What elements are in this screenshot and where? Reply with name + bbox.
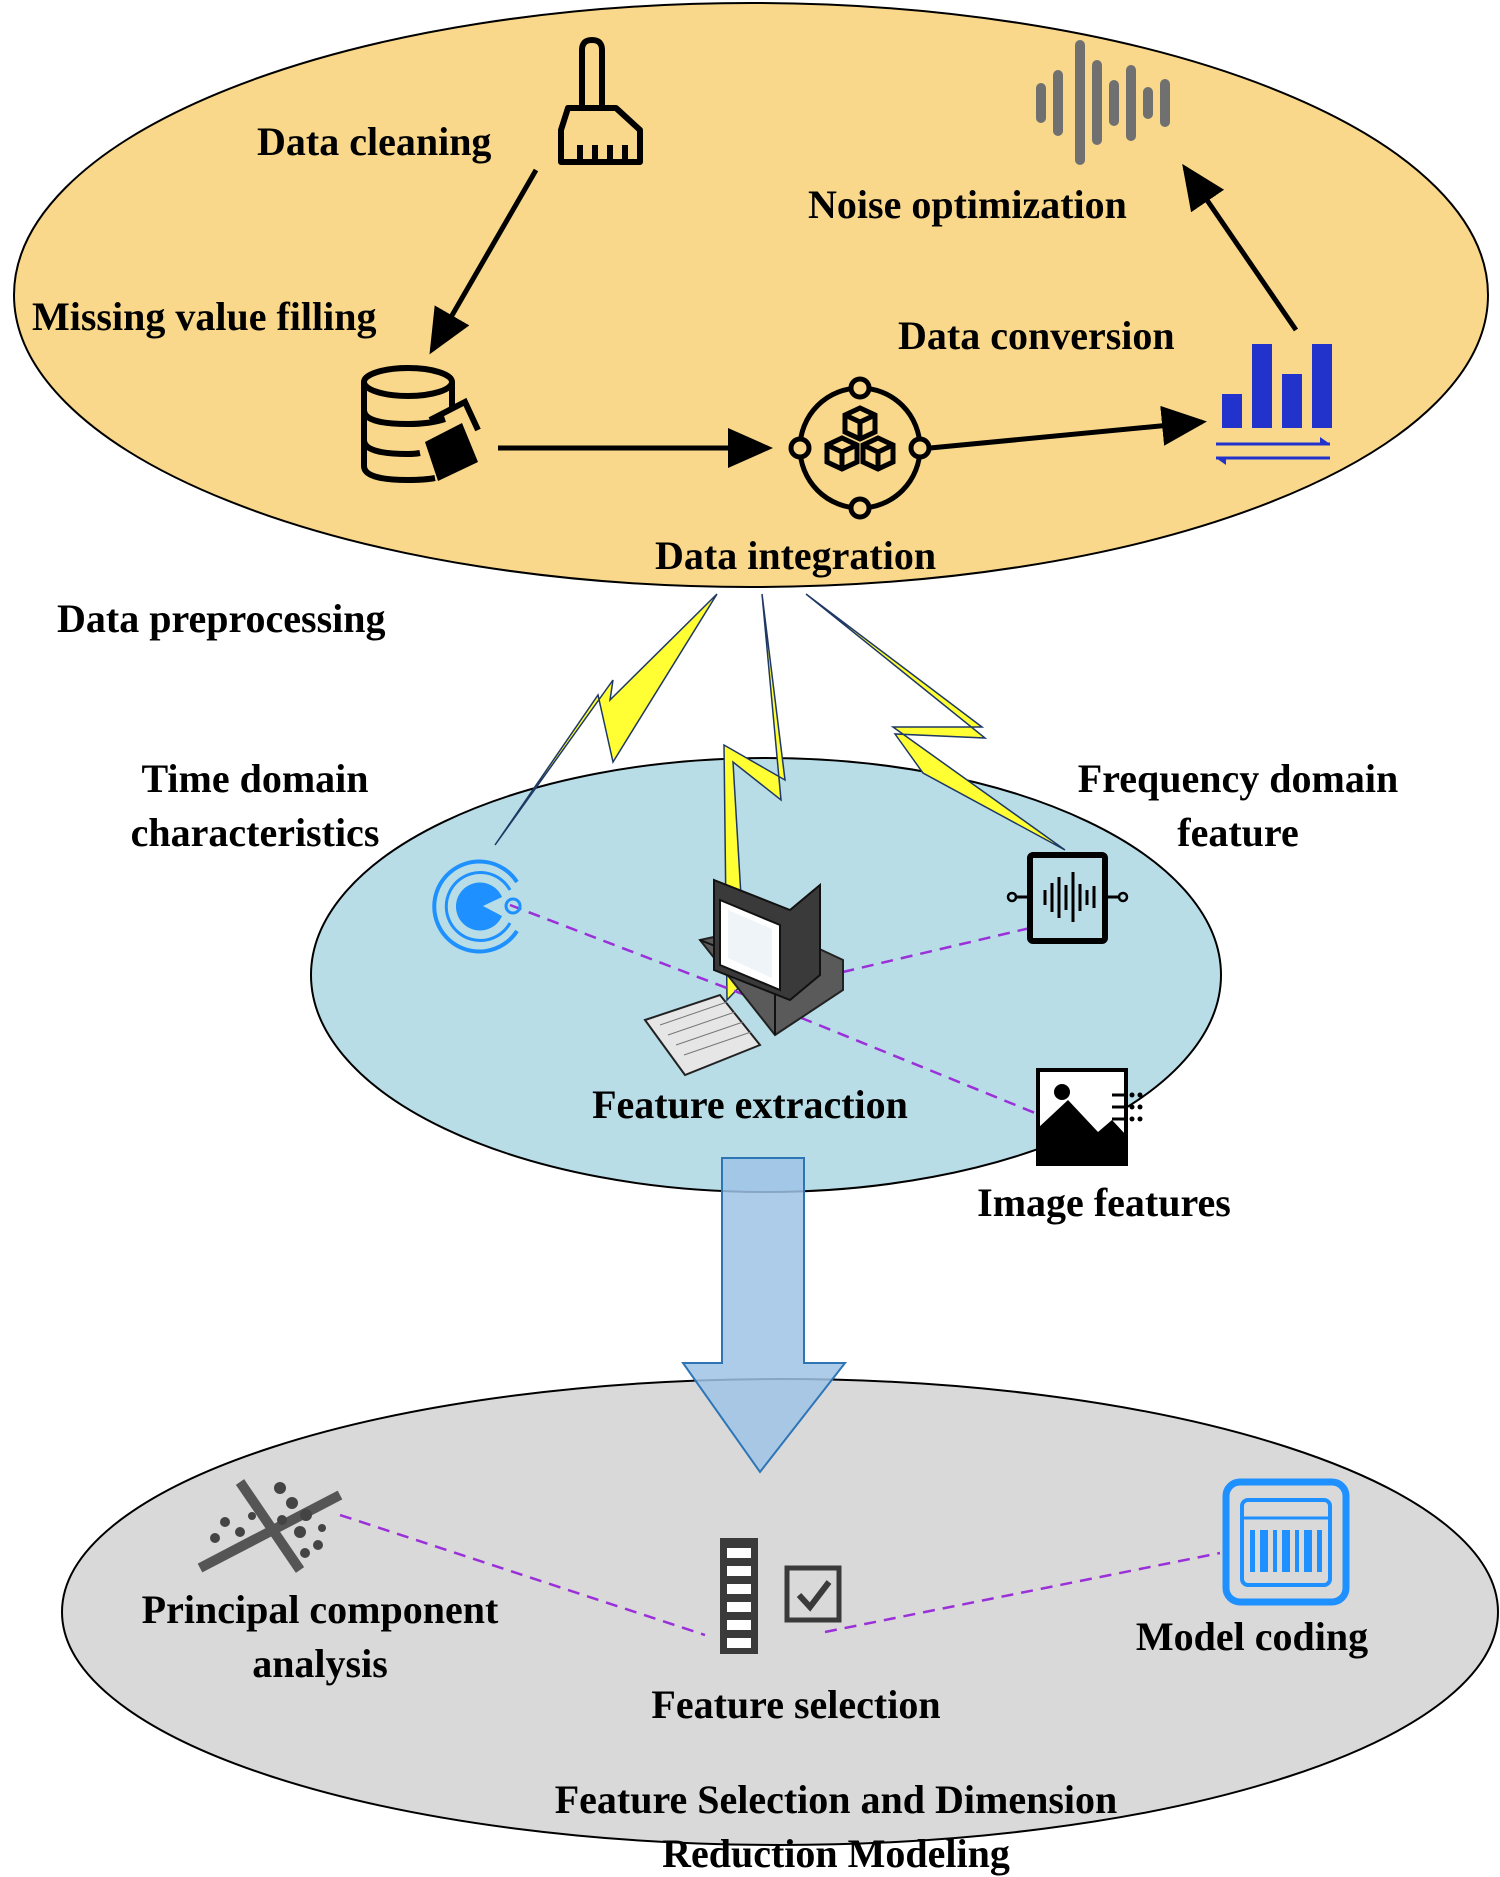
label-data-integration: Data integration xyxy=(655,533,936,578)
bar-chart-conversion-icon xyxy=(1216,344,1332,465)
cubes-integration-icon xyxy=(788,376,932,520)
arrow-cleaning-to-filling xyxy=(429,168,539,355)
broom-icon xyxy=(558,37,643,165)
label-frequency-domain-line2: feature xyxy=(1177,810,1298,855)
lightning-left xyxy=(494,593,718,846)
label-data-conversion: Data conversion xyxy=(898,313,1175,358)
arrow-integration-to-conversion xyxy=(929,405,1207,451)
label-time-domain-line1: Time domain xyxy=(141,756,368,801)
label-image-features: Image features xyxy=(977,1180,1231,1225)
label-data-cleaning: Data cleaning xyxy=(257,119,491,164)
label-frequency-domain-line1: Frequency domain xyxy=(1078,756,1398,801)
arrow-conversion-to-noise xyxy=(1182,163,1299,332)
label-data-preprocessing: Data preprocessing xyxy=(57,596,386,641)
feature-selection-icon xyxy=(720,1538,842,1654)
database-fill-icon xyxy=(361,365,481,484)
lightning-right xyxy=(805,593,1066,851)
label-pca-line1: Principal component xyxy=(142,1587,499,1632)
computer-icon xyxy=(643,878,844,1077)
model-coding-icon xyxy=(1222,1478,1350,1606)
label-model-coding: Model coding xyxy=(1136,1614,1368,1659)
preprocessing-arrows xyxy=(429,163,1299,468)
frequency-domain-icon xyxy=(1006,852,1129,944)
preprocessing-ellipse xyxy=(13,2,1489,588)
label-missing-value-filling: Missing value filling xyxy=(32,294,377,339)
image-icon xyxy=(1036,1068,1143,1166)
label-feature-selection: Feature selection xyxy=(651,1682,940,1727)
label-selection-section-line2: Reduction Modeling xyxy=(662,1831,1010,1876)
label-pca-line2: analysis xyxy=(252,1641,388,1686)
label-feature-extraction: Feature extraction xyxy=(592,1082,908,1127)
time-domain-icon xyxy=(432,859,522,954)
label-selection-section-line1: Feature Selection and Dimension xyxy=(555,1777,1118,1822)
sound-wave-icon xyxy=(1036,40,1170,165)
selection-dashed-lines xyxy=(339,1513,1221,1637)
label-noise-optimization: Noise optimization xyxy=(808,182,1127,227)
label-time-domain-line2: characteristics xyxy=(131,810,380,855)
pca-scatter-icon xyxy=(197,1479,343,1573)
big-down-arrow xyxy=(681,1157,848,1474)
